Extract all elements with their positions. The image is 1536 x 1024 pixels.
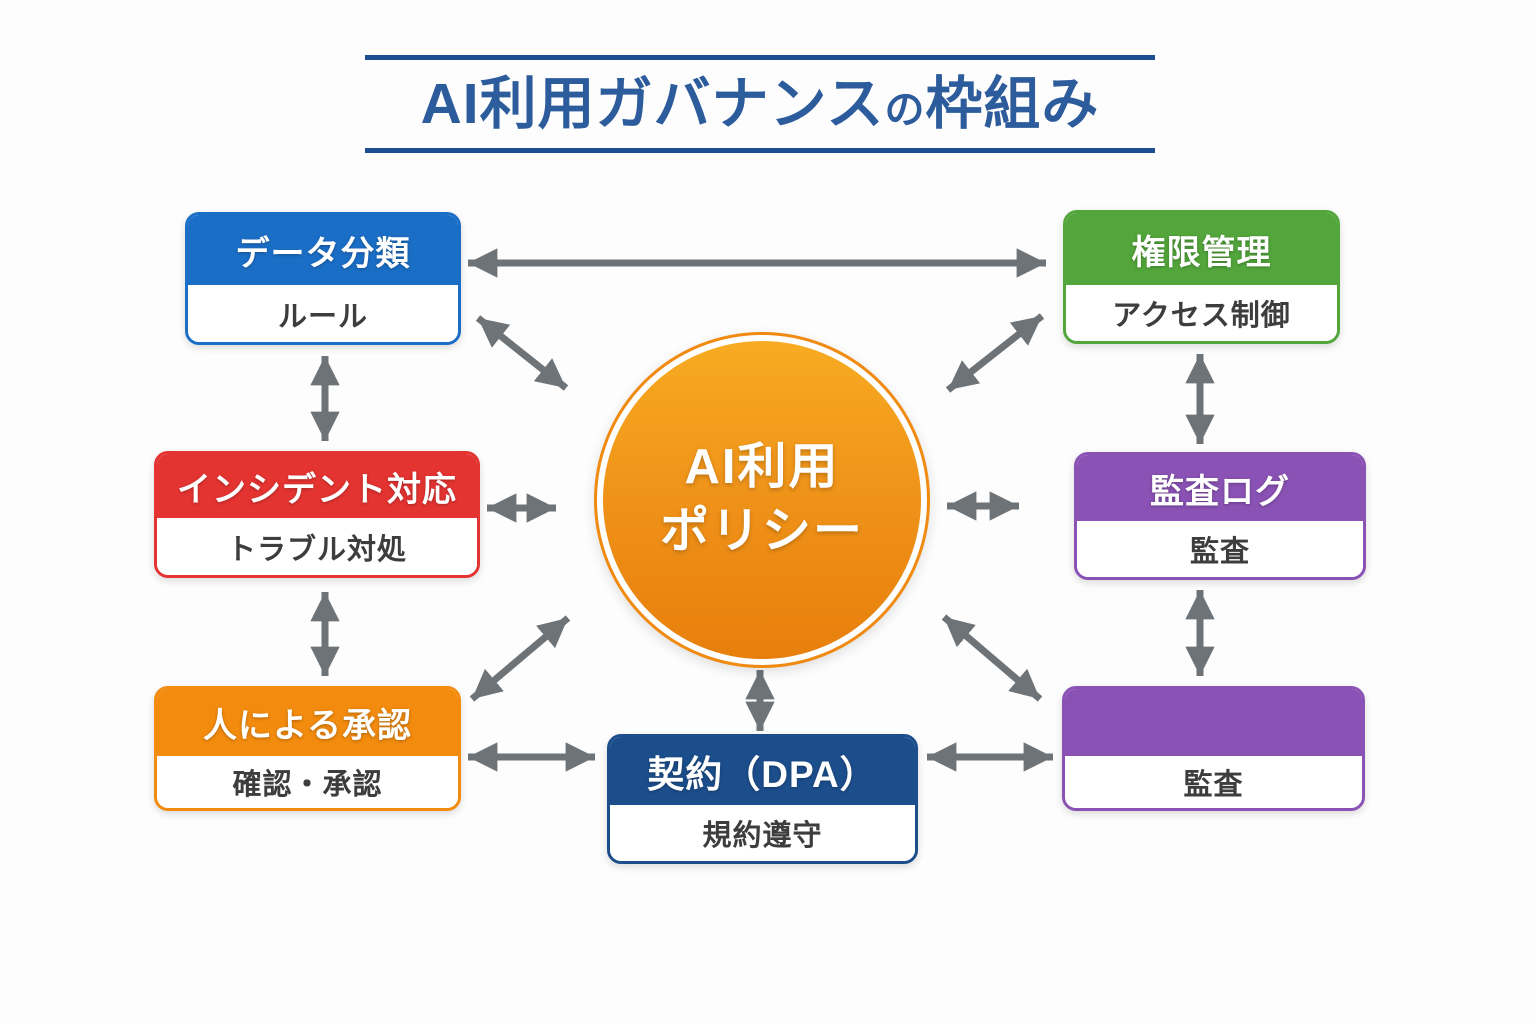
title-part1: AI利用ガバナンス <box>420 71 885 136</box>
ai-policy-node: AI利用 ポリシー <box>594 332 930 668</box>
node-incident-response: インシデント対応 トラブル対処 <box>154 451 480 578</box>
node-contract-dpa-body: 規約遵守 <box>610 805 915 861</box>
node-audit-body: 監査 <box>1065 756 1362 808</box>
node-audit-header <box>1065 689 1362 756</box>
title-block: AI利用ガバナンスの枠組み <box>365 55 1155 153</box>
arrow-policy-human-approval <box>469 615 571 702</box>
node-audit-log-header: 監査ログ <box>1077 455 1363 521</box>
ai-policy-label: AI利用 ポリシー <box>660 436 864 563</box>
ai-policy-line2: ポリシー <box>659 504 864 558</box>
node-audit-log-body: 監査 <box>1077 521 1363 577</box>
node-audit-log: 監査ログ 監査 <box>1074 452 1366 580</box>
page-title: AI利用ガバナンスの枠組み <box>420 71 1100 136</box>
node-access-management-header: 権限管理 <box>1066 213 1337 285</box>
node-access-management-body: アクセス制御 <box>1066 285 1337 341</box>
node-incident-response-header: インシデント対応 <box>157 454 477 518</box>
node-incident-response-body: トラブル対処 <box>157 518 477 575</box>
ai-policy-circle: AI利用 ポリシー <box>603 341 921 659</box>
node-human-approval: 人による承認 確認・承認 <box>154 686 461 811</box>
arrow-access-management-policy <box>945 313 1045 393</box>
node-contract-dpa-header: 契約（DPA） <box>610 737 915 805</box>
title-particle: の <box>884 87 926 132</box>
arrow-data-classification-policy <box>475 315 569 391</box>
node-access-management: 権限管理 アクセス制御 <box>1063 210 1340 344</box>
node-audit: 監査 <box>1062 686 1365 811</box>
node-human-approval-body: 確認・承認 <box>157 756 458 808</box>
node-contract-dpa: 契約（DPA） 規約遵守 <box>607 734 918 864</box>
title-part2: 枠組み <box>925 71 1100 136</box>
ai-policy-line1: AI利用 <box>684 440 840 495</box>
node-human-approval-header: 人による承認 <box>157 689 458 756</box>
node-data-classification: データ分類 ルール <box>185 212 461 345</box>
node-data-classification-body: ルール <box>188 285 458 342</box>
arrow-policy-audit <box>941 614 1043 702</box>
node-data-classification-header: データ分類 <box>188 215 458 285</box>
